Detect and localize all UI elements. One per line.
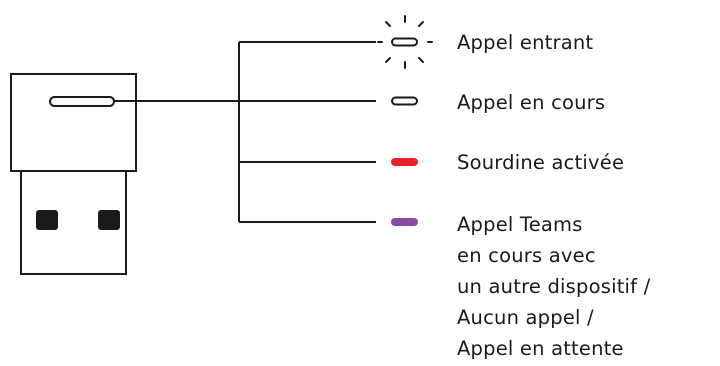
usb-led-slot [49, 96, 115, 107]
indicator-incoming-light [391, 37, 418, 47]
usb-receiver-icon [10, 73, 137, 275]
indicator-active-light [391, 96, 418, 106]
blink-ray-top-right [418, 21, 424, 27]
label-line: Appel en attente [457, 337, 624, 360]
blink-ray-bottom-right [418, 57, 424, 63]
indicator-muted-light [391, 158, 418, 166]
label-mute-on: Sourdine activée [457, 149, 624, 177]
label-call-in-progress: Appel en cours [457, 89, 605, 117]
connector-lines [114, 41, 376, 223]
label-line: un autre dispositif / [457, 275, 651, 298]
indicator-incoming [377, 15, 433, 69]
indicator-teams-light [391, 218, 418, 226]
usb-receiver-body [10, 73, 137, 172]
label-teams-call: Appel Teams en cours avec un autre dispo… [457, 209, 650, 364]
usb-connector-plug [20, 170, 127, 275]
blink-ray-top-left [385, 21, 391, 27]
label-line: Sourdine activée [457, 151, 625, 174]
label-line: Appel Teams [457, 213, 583, 236]
label-line: Appel entrant [457, 31, 594, 54]
usb-connector-pin-left [36, 210, 58, 230]
label-line: en cours avec [457, 244, 596, 267]
blink-rays-icon [377, 15, 433, 69]
label-incoming-call: Appel entrant [457, 29, 593, 57]
label-line: Aucun appel / [457, 306, 594, 329]
usb-connector-pin-right [98, 210, 120, 230]
label-line: Appel en cours [457, 91, 606, 114]
blink-ray-bottom-left [385, 57, 391, 63]
